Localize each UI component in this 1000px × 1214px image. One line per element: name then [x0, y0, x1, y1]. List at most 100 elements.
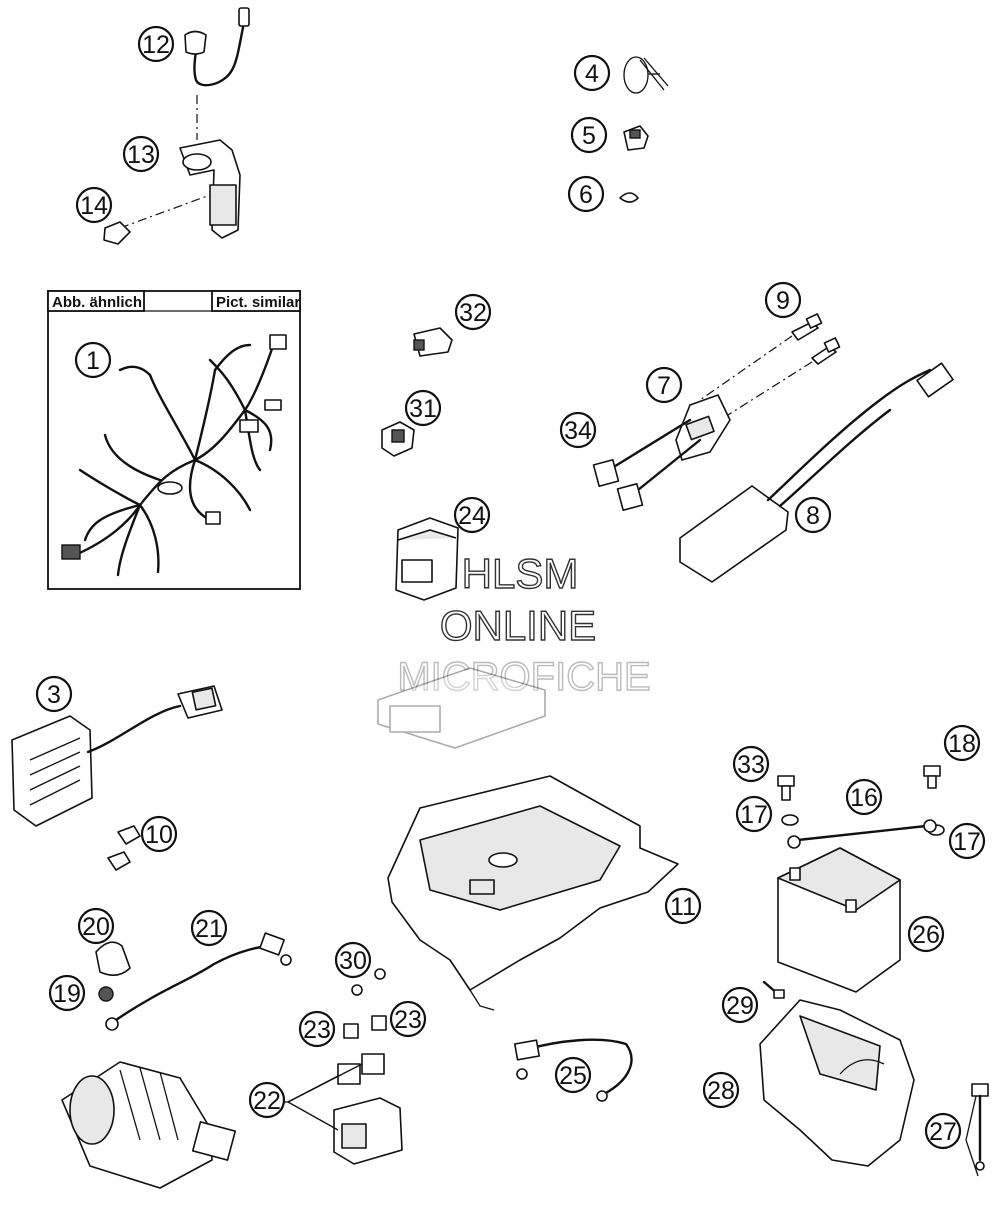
callout-4[interactable]: 4 — [573, 54, 611, 92]
part-battery-box-11 — [387, 775, 679, 1011]
callout-11[interactable]: 11 — [664, 887, 702, 925]
svg-text:20: 20 — [82, 913, 110, 941]
part-cable-16 — [787, 819, 937, 849]
svg-text:22: 22 — [253, 1087, 281, 1115]
part-bracket-7 — [675, 394, 731, 461]
part-screw-29 — [762, 980, 785, 999]
harness-frame: Abb. ähnlich Pict. similar — [47, 290, 301, 590]
svg-text:19: 19 — [53, 980, 81, 1008]
callout-34[interactable]: 34 — [559, 411, 597, 449]
svg-text:3: 3 — [47, 681, 61, 709]
svg-text:17: 17 — [740, 801, 768, 829]
svg-text:24: 24 — [458, 502, 486, 530]
svg-text:30: 30 — [339, 947, 367, 975]
callout-12[interactable]: 12 — [137, 25, 175, 63]
callout-8[interactable]: 8 — [794, 496, 832, 534]
part-clip — [623, 125, 649, 151]
frame-label-german: Abb. ähnlich — [52, 294, 142, 311]
part-ecu-24 — [395, 517, 459, 601]
svg-text:31: 31 — [409, 395, 437, 423]
part-main-harness — [61, 334, 287, 577]
callout-10[interactable]: 10 — [140, 815, 178, 853]
callout-29[interactable]: 29 — [721, 986, 759, 1024]
svg-text:16: 16 — [850, 784, 878, 812]
svg-text:1: 1 — [86, 347, 100, 375]
part-screws-10 — [107, 825, 141, 871]
svg-text:33: 33 — [737, 751, 765, 779]
part-nut-17-left — [781, 814, 799, 826]
callout-1[interactable]: 1 — [74, 341, 112, 379]
part-screw-18 — [923, 765, 941, 789]
svg-text:23: 23 — [394, 1006, 422, 1034]
svg-text:9: 9 — [776, 287, 790, 315]
part-cable-tie — [623, 56, 669, 94]
callout-22[interactable]: 22 — [248, 1081, 286, 1119]
callout-13[interactable]: 13 — [122, 135, 160, 173]
part-bolts-9 — [699, 313, 841, 421]
watermark-line-2: ONLINE — [440, 602, 596, 649]
callout-20[interactable]: 20 — [77, 907, 115, 945]
svg-text:14: 14 — [80, 192, 108, 220]
callout-14[interactable]: 14 — [75, 186, 113, 224]
watermark-line-3: MICROFICHE — [397, 655, 650, 699]
watermark-line-1: HLSM — [462, 550, 579, 597]
callout-32[interactable]: 32 — [454, 293, 492, 331]
callout-16[interactable]: 16 — [845, 778, 883, 816]
callout-26[interactable]: 26 — [907, 915, 945, 953]
svg-text:26: 26 — [912, 921, 940, 949]
svg-text:21: 21 — [195, 915, 223, 943]
svg-text:23: 23 — [303, 1016, 331, 1044]
part-ecu-ghost — [377, 667, 546, 749]
svg-text:4: 4 — [585, 60, 599, 88]
svg-text:29: 29 — [726, 992, 754, 1020]
callout-18[interactable]: 18 — [943, 724, 981, 762]
callout-31[interactable]: 31 — [404, 389, 442, 427]
svg-text:8: 8 — [806, 502, 820, 530]
part-nut-19 — [98, 986, 114, 1002]
part-cable-21 — [105, 932, 292, 1031]
svg-text:25: 25 — [559, 1062, 587, 1090]
part-cap-20 — [95, 941, 131, 976]
callout-6[interactable]: 6 — [567, 175, 605, 213]
callout-19[interactable]: 19 — [48, 974, 86, 1012]
part-relay-holder-31 — [381, 421, 415, 457]
part-probe-27 — [965, 1083, 989, 1177]
part-sensors-34 — [592, 418, 702, 512]
callout-3[interactable]: 3 — [35, 675, 73, 713]
svg-text:5: 5 — [582, 122, 596, 150]
svg-text:13: 13 — [127, 141, 155, 169]
callout-9[interactable]: 9 — [764, 281, 802, 319]
callout-28[interactable]: 28 — [702, 1071, 740, 1109]
part-switch-assembly — [103, 7, 250, 245]
callout-17-right[interactable]: 17 — [948, 822, 986, 860]
callout-5[interactable]: 5 — [570, 116, 608, 154]
svg-text:18: 18 — [948, 730, 976, 758]
svg-text:17: 17 — [953, 828, 981, 856]
part-screws-30 — [351, 968, 386, 996]
part-regulator-3 — [11, 685, 223, 827]
svg-text:32: 32 — [459, 299, 487, 327]
svg-text:11: 11 — [670, 893, 696, 921]
callout-23-left[interactable]: 23 — [298, 1010, 336, 1048]
callout-24[interactable]: 24 — [453, 496, 491, 534]
callout-21[interactable]: 21 — [190, 909, 228, 947]
callout-25[interactable]: 25 — [554, 1056, 592, 1094]
part-small-clip — [619, 192, 639, 203]
svg-text:6: 6 — [579, 181, 593, 209]
part-connector-32 — [413, 327, 453, 357]
callout-17-left[interactable]: 17 — [735, 795, 773, 833]
callout-33[interactable]: 33 — [732, 745, 770, 783]
watermark: HLSM ONLINE MICROFICHE — [397, 549, 652, 699]
part-cable-25 — [513, 1038, 633, 1102]
callout-7[interactable]: 7 — [645, 366, 683, 404]
svg-text:28: 28 — [707, 1077, 735, 1105]
callout-30[interactable]: 30 — [334, 941, 372, 979]
part-starter-motor — [61, 1061, 237, 1189]
frame-label-english: Pict. similar — [216, 294, 300, 311]
callout-23-right[interactable]: 23 — [389, 1000, 427, 1038]
svg-text:7: 7 — [657, 372, 671, 400]
callout-27[interactable]: 27 — [924, 1112, 962, 1150]
svg-text:12: 12 — [142, 31, 170, 59]
part-pad-8 — [679, 362, 954, 583]
